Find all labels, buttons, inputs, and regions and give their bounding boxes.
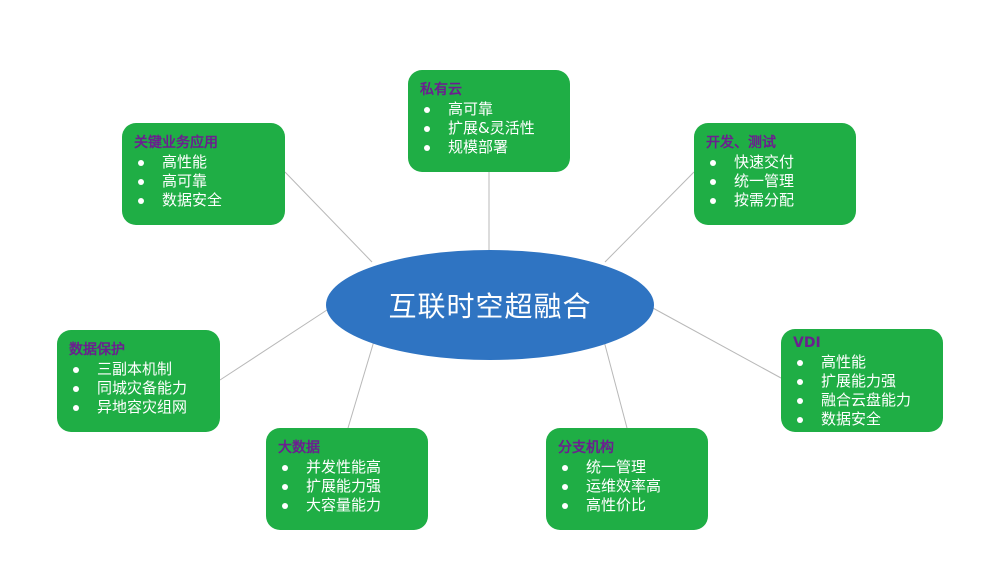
list-item: 扩展能力强: [280, 477, 418, 496]
item-text: 统一管理: [586, 458, 647, 476]
node-list: 并发性能高 扩展能力强 大容量能力: [280, 458, 418, 515]
connector-dev-test: [604, 171, 695, 263]
item-text: 大容量能力: [306, 496, 382, 514]
node-critical-apps: 关键业务应用 高性能 高可靠 数据安全: [122, 123, 285, 225]
item-text: 统一管理: [734, 172, 795, 190]
item-text: 高可靠: [448, 100, 494, 118]
item-text: 并发性能高: [306, 458, 382, 476]
list-item: 按需分配: [708, 191, 846, 210]
list-item: 规模部署: [422, 138, 560, 157]
bullet-icon: [282, 483, 288, 490]
list-item: 异地容灾组网: [71, 398, 210, 417]
list-item: 大容量能力: [280, 496, 418, 515]
item-text: 规模部署: [448, 138, 509, 156]
item-text: 运维效率高: [586, 477, 662, 495]
node-title: 关键业务应用: [134, 135, 218, 151]
bullet-icon: [562, 464, 568, 471]
item-text: 同城灾备能力: [97, 379, 188, 397]
node-vdi: VDI 高性能 扩展能力强 融合云盘能力 数据安全: [781, 329, 943, 432]
bullet-icon: [424, 144, 430, 151]
item-text: 快速交付: [734, 153, 795, 171]
list-item: 高可靠: [136, 172, 275, 191]
item-text: 融合云盘能力: [821, 391, 912, 409]
node-title: 分支机构: [558, 440, 614, 456]
item-text: 按需分配: [734, 191, 795, 209]
list-item: 扩展能力强: [795, 372, 933, 391]
item-text: 高性能: [821, 353, 867, 371]
list-item: 高性价比: [560, 496, 698, 515]
bullet-icon: [710, 178, 716, 185]
list-item: 数据安全: [136, 191, 275, 210]
bullet-icon: [710, 197, 716, 204]
list-item: 融合云盘能力: [795, 391, 933, 410]
bullet-icon: [282, 502, 288, 509]
node-title: 数据保护: [69, 342, 125, 358]
connector-big-data: [347, 340, 375, 429]
item-text: 高性能: [162, 153, 208, 171]
node-title: 开发、测试: [706, 135, 776, 151]
list-item: 同城灾备能力: [71, 379, 210, 398]
item-text: 三副本机制: [97, 360, 173, 378]
node-title: 私有云: [420, 82, 462, 98]
node-branch: 分支机构 统一管理 运维效率高 高性价比: [546, 428, 708, 530]
item-text: 扩展能力强: [821, 372, 897, 390]
node-list: 快速交付 统一管理 按需分配: [708, 153, 846, 210]
connector-branch: [603, 340, 628, 429]
list-item: 数据安全: [795, 410, 933, 429]
bullet-icon: [73, 404, 79, 411]
bullet-icon: [797, 416, 803, 423]
bullet-icon: [797, 378, 803, 385]
list-item: 三副本机制: [71, 360, 210, 379]
bullet-icon: [138, 197, 144, 204]
bullet-icon: [138, 159, 144, 166]
item-text: 异地容灾组网: [97, 398, 188, 416]
list-item: 快速交付: [708, 153, 846, 172]
bullet-icon: [138, 178, 144, 185]
list-item: 运维效率高: [560, 477, 698, 496]
node-data-protection: 数据保护 三副本机制 同城灾备能力 异地容灾组网: [57, 330, 220, 432]
list-item: 扩展&灵活性: [422, 119, 560, 138]
node-private-cloud: 私有云 高可靠 扩展&灵活性 规模部署: [408, 70, 570, 172]
center-title: 互联时空超融合: [388, 290, 592, 323]
list-item: 并发性能高: [280, 458, 418, 477]
node-list: 高可靠 扩展&灵活性 规模部署: [422, 100, 560, 157]
list-item: 统一管理: [560, 458, 698, 477]
item-text: 扩展&灵活性: [448, 119, 535, 137]
bullet-icon: [562, 483, 568, 490]
bullet-icon: [797, 359, 803, 366]
bullet-icon: [424, 106, 430, 113]
node-big-data: 大数据 并发性能高 扩展能力强 大容量能力: [266, 428, 428, 530]
list-item: 统一管理: [708, 172, 846, 191]
list-item: 高性能: [136, 153, 275, 172]
node-list: 高性能 高可靠 数据安全: [136, 153, 275, 210]
item-text: 高性价比: [586, 496, 647, 514]
item-text: 高可靠: [162, 172, 208, 190]
node-list: 统一管理 运维效率高 高性价比: [560, 458, 698, 515]
connector-critical-apps: [284, 171, 373, 263]
bullet-icon: [424, 125, 430, 132]
item-text: 数据安全: [821, 410, 882, 428]
list-item: 高性能: [795, 353, 933, 372]
item-text: 扩展能力强: [306, 477, 382, 495]
bullet-icon: [710, 159, 716, 166]
bullet-icon: [562, 502, 568, 509]
bullet-icon: [73, 366, 79, 373]
bullet-icon: [73, 385, 79, 392]
node-list: 三副本机制 同城灾备能力 异地容灾组网: [71, 360, 210, 417]
node-dev-test: 开发、测试 快速交付 统一管理 按需分配: [694, 123, 856, 225]
node-list: 高性能 扩展能力强 融合云盘能力 数据安全: [795, 353, 933, 429]
node-title: VDI: [793, 335, 821, 351]
center-hub: 互联时空超融合: [326, 250, 654, 360]
connector-vdi: [650, 306, 782, 379]
list-item: 高可靠: [422, 100, 560, 119]
connector-data-protection: [219, 307, 331, 381]
bullet-icon: [797, 397, 803, 404]
item-text: 数据安全: [162, 191, 223, 209]
bullet-icon: [282, 464, 288, 471]
node-title: 大数据: [278, 440, 320, 456]
